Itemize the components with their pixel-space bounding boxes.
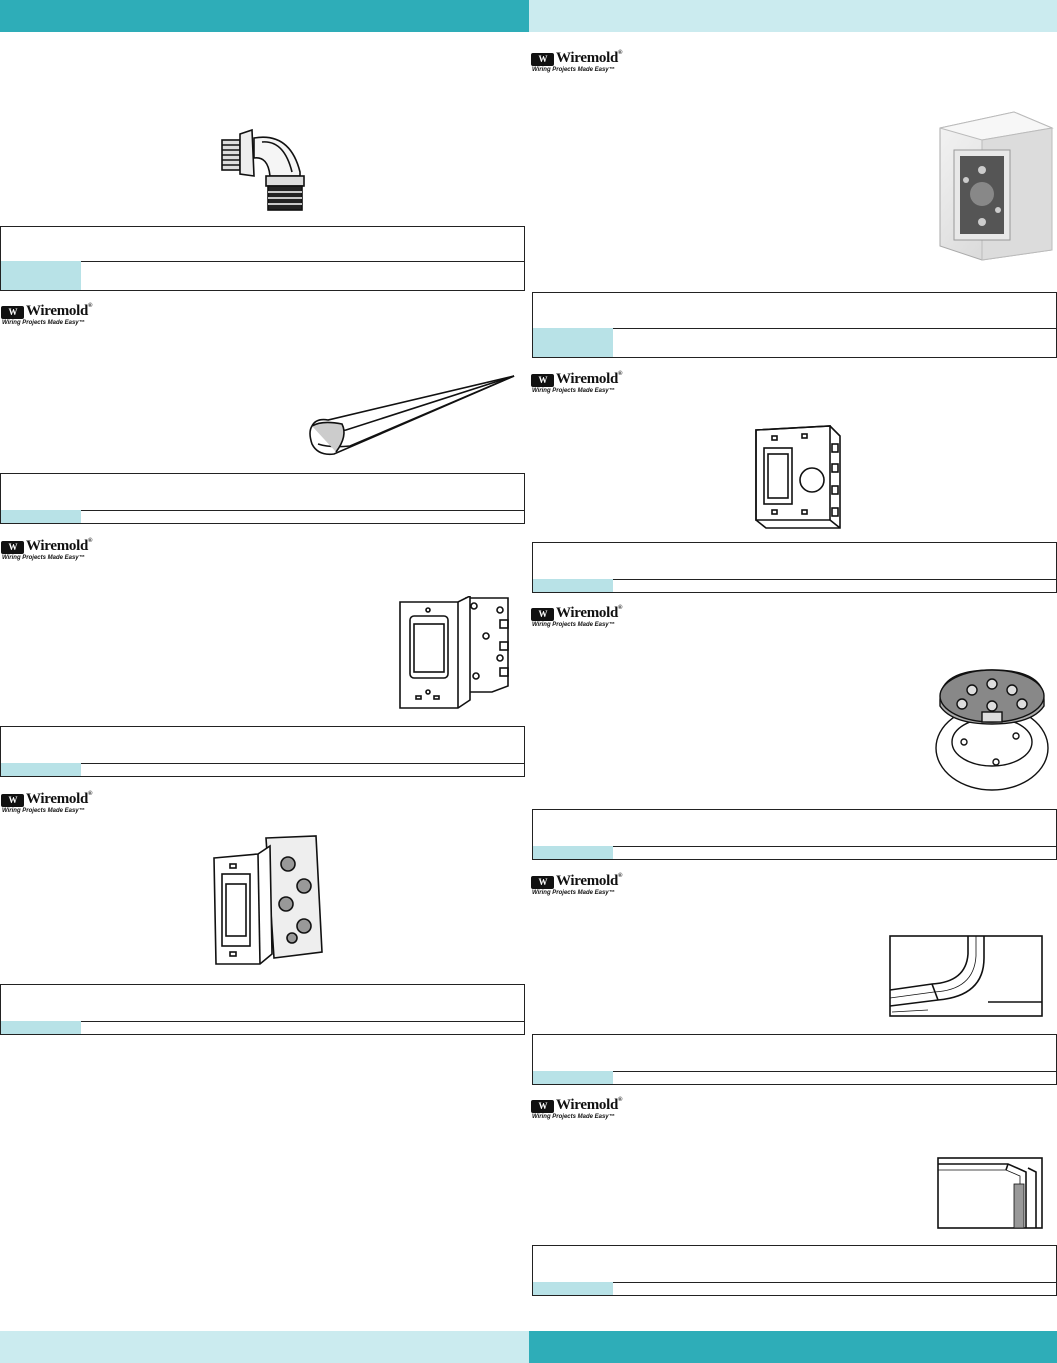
spec-cell <box>533 846 613 859</box>
wiremold-logo: W Wiremold® Wiring Projects Made Easy™ <box>531 873 623 896</box>
wiremold-logo: W Wiremold® Wiring Projects Made Easy™ <box>1 303 93 326</box>
spec-table-6 <box>532 542 1057 593</box>
wiremold-tagline: Wiring Projects Made Easy™ <box>2 320 85 326</box>
conduit-elbow-illustration <box>221 128 305 211</box>
spec-table-7 <box>532 809 1057 860</box>
wiremold-logo: W Wiremold® Wiring Projects Made Easy™ <box>531 50 623 73</box>
header-band-left <box>0 0 529 32</box>
device-box-plate-illustration <box>213 835 323 965</box>
spec-table-8 <box>532 1034 1057 1085</box>
spec-cell <box>533 1071 613 1084</box>
footer-band-right <box>529 1331 1057 1363</box>
spec-table-2 <box>0 473 525 524</box>
spec-cell <box>533 1282 613 1295</box>
spec-cell <box>533 328 613 357</box>
two-gang-box-illustration <box>755 425 841 529</box>
spec-table-9 <box>532 1245 1057 1296</box>
device-box-extension-illustration <box>399 596 509 709</box>
spec-cell <box>1 763 81 776</box>
spec-cell <box>533 579 613 592</box>
spec-table-1 <box>0 226 525 291</box>
spec-table-3 <box>0 726 525 777</box>
wiremold-logo: W Wiremold® Wiring Projects Made Easy™ <box>1 538 93 561</box>
spec-cell <box>1 261 81 290</box>
wiremold-logo: W Wiremold® Wiring Projects Made Easy™ <box>1 791 93 814</box>
spec-cell <box>1 1021 81 1034</box>
spec-table-4 <box>0 984 525 1035</box>
surface-device-box-illustration <box>939 111 1054 261</box>
raceway-channel-illustration <box>309 375 515 456</box>
footer-band-left <box>0 1331 529 1363</box>
wiremold-logo: W Wiremold® Wiring Projects Made Easy™ <box>531 371 623 394</box>
wiremold-logo: W Wiremold® Wiring Projects Made Easy™ <box>531 1097 623 1120</box>
round-ceiling-box-illustration <box>935 669 1049 791</box>
spec-table-5 <box>532 292 1057 358</box>
spec-cell <box>1 510 81 523</box>
wiremold-logo: W Wiremold® Wiring Projects Made Easy™ <box>531 605 623 628</box>
header-band-right <box>529 0 1057 32</box>
external-corner-illustration <box>937 1157 1043 1229</box>
wiremold-logo-wordmark: Wiremold <box>26 303 89 319</box>
flat-elbow-illustration <box>889 935 1043 1017</box>
wiremold-logo-mark: W <box>1 306 24 319</box>
